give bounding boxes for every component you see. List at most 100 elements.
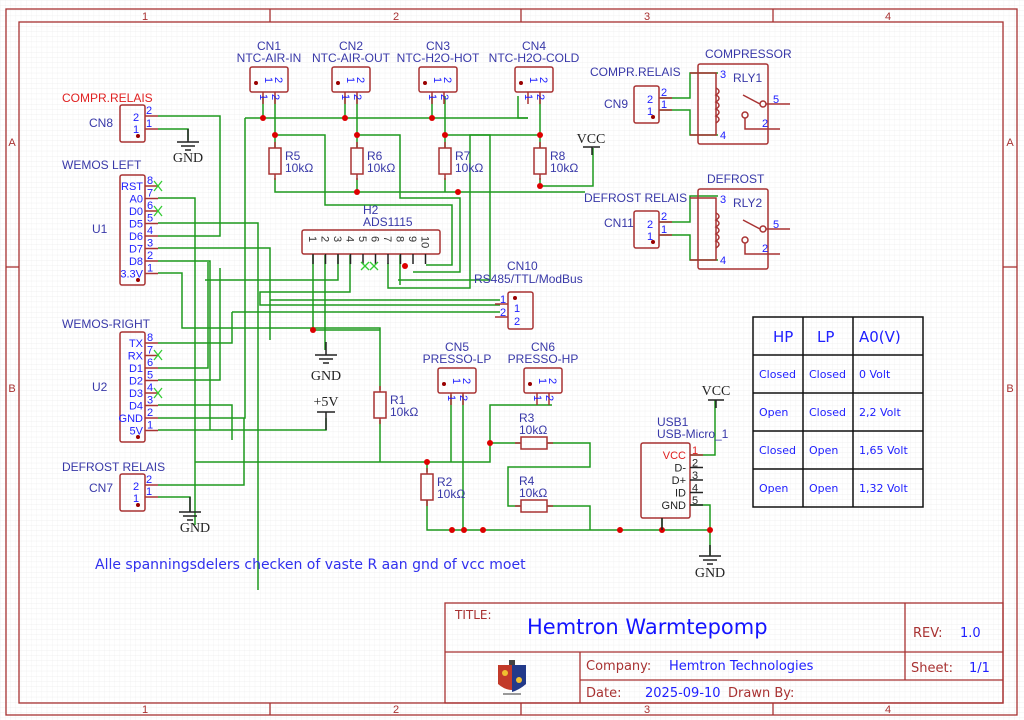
part-value: NTC-H2O-COLD (489, 51, 580, 65)
connector-cn10[interactable]: CN10 RS485/TTL/ModBus 1 2 1 2 (474, 259, 583, 330)
pin-number: 2 (647, 219, 653, 231)
sheet-number: 1/1 (969, 661, 990, 676)
vcc-label: VCC (702, 384, 731, 399)
pin-name: D8 (129, 256, 143, 268)
relay-rly1[interactable]: COMPRESSOR RLY1 3 4 5 2 (690, 47, 792, 145)
pin-number: 5 (356, 236, 368, 242)
pin-number: 7 (381, 236, 393, 242)
pin-name: D6 (129, 231, 143, 243)
gnd-symbol: GND (179, 497, 210, 536)
pin-number: 2 (441, 77, 453, 83)
table-cell: Open (759, 406, 788, 419)
pin-number: 3 (692, 470, 698, 482)
column-label: 2 (393, 11, 399, 23)
connector-body (437, 367, 477, 394)
pin-number: 1 (522, 94, 534, 100)
pin-number: 2 (133, 481, 139, 493)
part-ref: H2 (363, 203, 379, 217)
part-ref: RLY1 (733, 71, 762, 85)
pin-number: 8 (394, 236, 406, 242)
rev-value: 1.0 (960, 626, 981, 641)
rev-label: REV: (913, 626, 942, 641)
part-ref: USB1 (657, 415, 689, 429)
pin-number: 8 (147, 175, 153, 187)
part-ref: R8 (550, 149, 566, 163)
pin-name: RST (121, 181, 143, 193)
date-label: Date: (586, 686, 621, 701)
part-value: COMPR.RELAIS (62, 91, 153, 105)
pin-number: 1 (692, 445, 698, 457)
pin-number: 4 (344, 236, 356, 242)
pin-number: 2 (146, 105, 152, 117)
pin-number: 2 (661, 87, 667, 99)
connector-cn11[interactable]: DEFROST RELAIS CN11 2 1 2 1 (584, 191, 687, 249)
table-cell: Open (809, 444, 838, 457)
pin-number: 2 (537, 77, 549, 83)
pin-number: 7 (147, 188, 153, 200)
pin1-marker (528, 382, 532, 386)
pin-number: 1 (262, 77, 274, 83)
connector-body (514, 66, 554, 93)
part-ref: R1 (390, 393, 406, 407)
relay-rly2[interactable]: DEFROST RLY2 3 4 5 2 (690, 172, 790, 270)
pin-number: 9 (406, 236, 418, 242)
part-ref: CN6 (531, 340, 555, 354)
part-value: 10kΩ (285, 161, 313, 175)
column-label: 2 (393, 704, 399, 716)
pin-number: 8 (147, 332, 153, 344)
connector-cn8[interactable]: COMPR.RELAIS CN8 2 1 2 1 (62, 91, 158, 143)
junctions (260, 115, 713, 533)
pin-number: 1 (647, 106, 653, 118)
pin-number: 1 (527, 77, 539, 83)
part-value: 10kΩ (455, 161, 483, 175)
pin-number: 10 (419, 236, 431, 248)
pin-name: GND (662, 500, 687, 512)
pin-number: 2 (514, 316, 520, 328)
part-ref: R3 (519, 411, 535, 425)
connector-cn9[interactable]: COMPR.RELAIS CN9 2 1 2 1 (590, 65, 681, 124)
part-value: RS485/TTL/ModBus (474, 272, 583, 286)
part-value: 10kΩ (519, 486, 547, 500)
table-cell: Closed (759, 444, 796, 457)
pin-number: 5 (692, 495, 698, 507)
connector-body (418, 66, 458, 93)
connector-cn7[interactable]: DEFROST RELAIS CN7 2 1 2 1 (62, 460, 165, 512)
part-ref: U1 (92, 222, 108, 236)
pin-number: 2 (534, 94, 546, 100)
company-logo-icon (498, 660, 526, 695)
pin-number: 4 (147, 382, 153, 394)
pin-number: 2 (272, 77, 284, 83)
column-label: 1 (142, 11, 148, 23)
pin-number: 2 (269, 94, 281, 100)
part-value: COMPR.RELAIS (590, 65, 681, 79)
table-header: A0(V) (859, 328, 901, 346)
gnd-symbol: GND (311, 342, 341, 384)
wemos-left-u1[interactable]: WEMOS LEFT U1 8RST7A06D05D54D63D72D813.3… (62, 158, 163, 286)
table-header: HP (773, 328, 793, 346)
column-label: 3 (644, 11, 650, 23)
pin-name: TX (129, 338, 144, 350)
ntc-connectors: CN1NTC-AIR-IN1122CN2NTC-AIR-OUT1122CN3NT… (237, 39, 580, 104)
pin-number: 1 (536, 378, 548, 384)
title-block: TITLE: Hemtron Warmtepomp REV: 1.0 Compa… (444, 602, 1004, 704)
part-value: DEFROST (707, 172, 765, 186)
no-connect-icon (153, 387, 163, 399)
